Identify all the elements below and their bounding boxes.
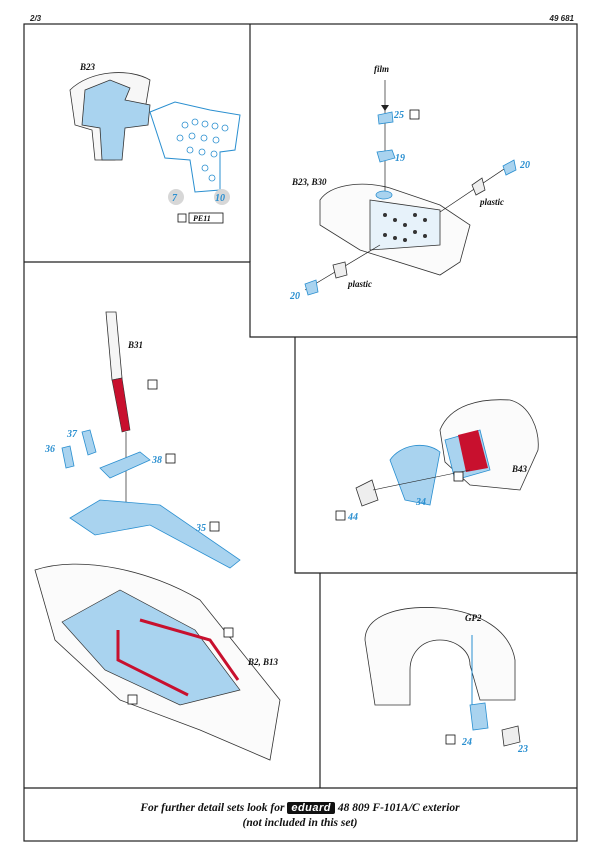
panel-coaming: 34 44 B43 <box>335 399 539 523</box>
part-number-24: 24 <box>461 737 472 748</box>
label-film: film <box>374 64 389 74</box>
footer-suffix: 48 809 F-101A/C exterior <box>337 802 460 814</box>
footer-line-2: (not included in this set) <box>242 817 358 829</box>
stick-red <box>111 377 131 433</box>
plastic-part-left <box>332 261 348 279</box>
film-symbol-icon-3 <box>453 471 464 482</box>
panel-cockpit-floor: B31 37 36 38 35 B2, B13 <box>34 311 281 761</box>
footer-line-1: For further detail sets look for eduard … <box>0 802 600 814</box>
part-number-44: 44 <box>347 512 358 523</box>
label-gp2: GP2 <box>465 613 482 623</box>
fold-symbol-icon-4 <box>335 510 346 521</box>
label-b2-b13: B2, B13 <box>247 657 279 667</box>
part-44-shape <box>355 479 379 507</box>
part-number-37: 37 <box>66 429 78 440</box>
part-20-right-shape <box>502 159 517 176</box>
footer-prefix: For further detail sets look for <box>140 802 285 814</box>
plastic-part-right <box>471 177 486 196</box>
stick-grey <box>105 311 123 381</box>
film-symbol-icon <box>177 213 187 223</box>
label-b23-b30: B23, B30 <box>291 177 327 187</box>
part-number-36: 36 <box>44 444 55 455</box>
fold-symbol-icon-2 <box>165 453 176 464</box>
part-circle-7 <box>168 189 184 205</box>
part-34-shape <box>389 444 441 506</box>
page-number: 2/3 <box>30 14 42 23</box>
floor-blue <box>61 589 241 706</box>
fold-symbol-icon <box>409 109 420 120</box>
paint-symbol-icon-2 <box>127 694 138 705</box>
fold-symbol-icon-3 <box>209 521 220 532</box>
part-20-left-shape <box>304 279 319 296</box>
reference-pe11: PE11 <box>193 214 211 223</box>
part-23-shape <box>501 725 521 747</box>
detail-knobs <box>383 213 427 242</box>
part-37-bracket <box>81 429 97 456</box>
coaming-red <box>458 430 488 472</box>
part-36-bracket <box>61 445 75 469</box>
panel-instrument-panel: B23 7 10 PE11 <box>69 62 241 224</box>
panel-instrument-dials <box>176 118 229 182</box>
part-number-19: 19 <box>395 153 405 164</box>
instrument-panel-shape <box>81 79 151 161</box>
fold-symbol-icon-5 <box>445 734 456 745</box>
part-25-shape <box>377 111 394 125</box>
film-symbol-icon-2 <box>147 379 158 390</box>
eduard-logo: eduard <box>287 802 336 814</box>
part-24-shape <box>469 702 489 731</box>
part-19-shape <box>376 149 396 163</box>
set-code: 49 681 <box>549 14 574 23</box>
label-b31: B31 <box>127 340 143 350</box>
part-38-bracket <box>99 451 151 479</box>
part-number-7: 7 <box>172 193 178 204</box>
label-b43: B43 <box>511 464 528 474</box>
paint-symbol-icon <box>223 627 234 638</box>
red-rail <box>116 630 189 697</box>
panel-sidecabinets: film 25 19 20 plastic B23, B30 20 plasti… <box>289 64 530 302</box>
part-number-35: 35 <box>195 523 206 534</box>
part-35-plate <box>69 499 241 569</box>
part-circle-10 <box>214 189 230 205</box>
label-plastic-left: plastic <box>347 279 372 289</box>
label-b23: B23 <box>79 62 96 72</box>
label-plastic-right: plastic <box>479 197 504 207</box>
part-number-20-right: 20 <box>519 160 530 171</box>
panel-frame <box>23 23 578 842</box>
panel-canopy: GP2 24 23 <box>364 607 528 755</box>
part-number-20-left: 20 <box>289 291 300 302</box>
photo-etched-panel <box>149 101 241 193</box>
part-number-10: 10 <box>215 193 225 204</box>
part-number-38: 38 <box>151 455 162 466</box>
part-number-34: 34 <box>415 497 426 508</box>
part-number-25: 25 <box>393 110 404 121</box>
part-number-23: 23 <box>517 744 528 755</box>
